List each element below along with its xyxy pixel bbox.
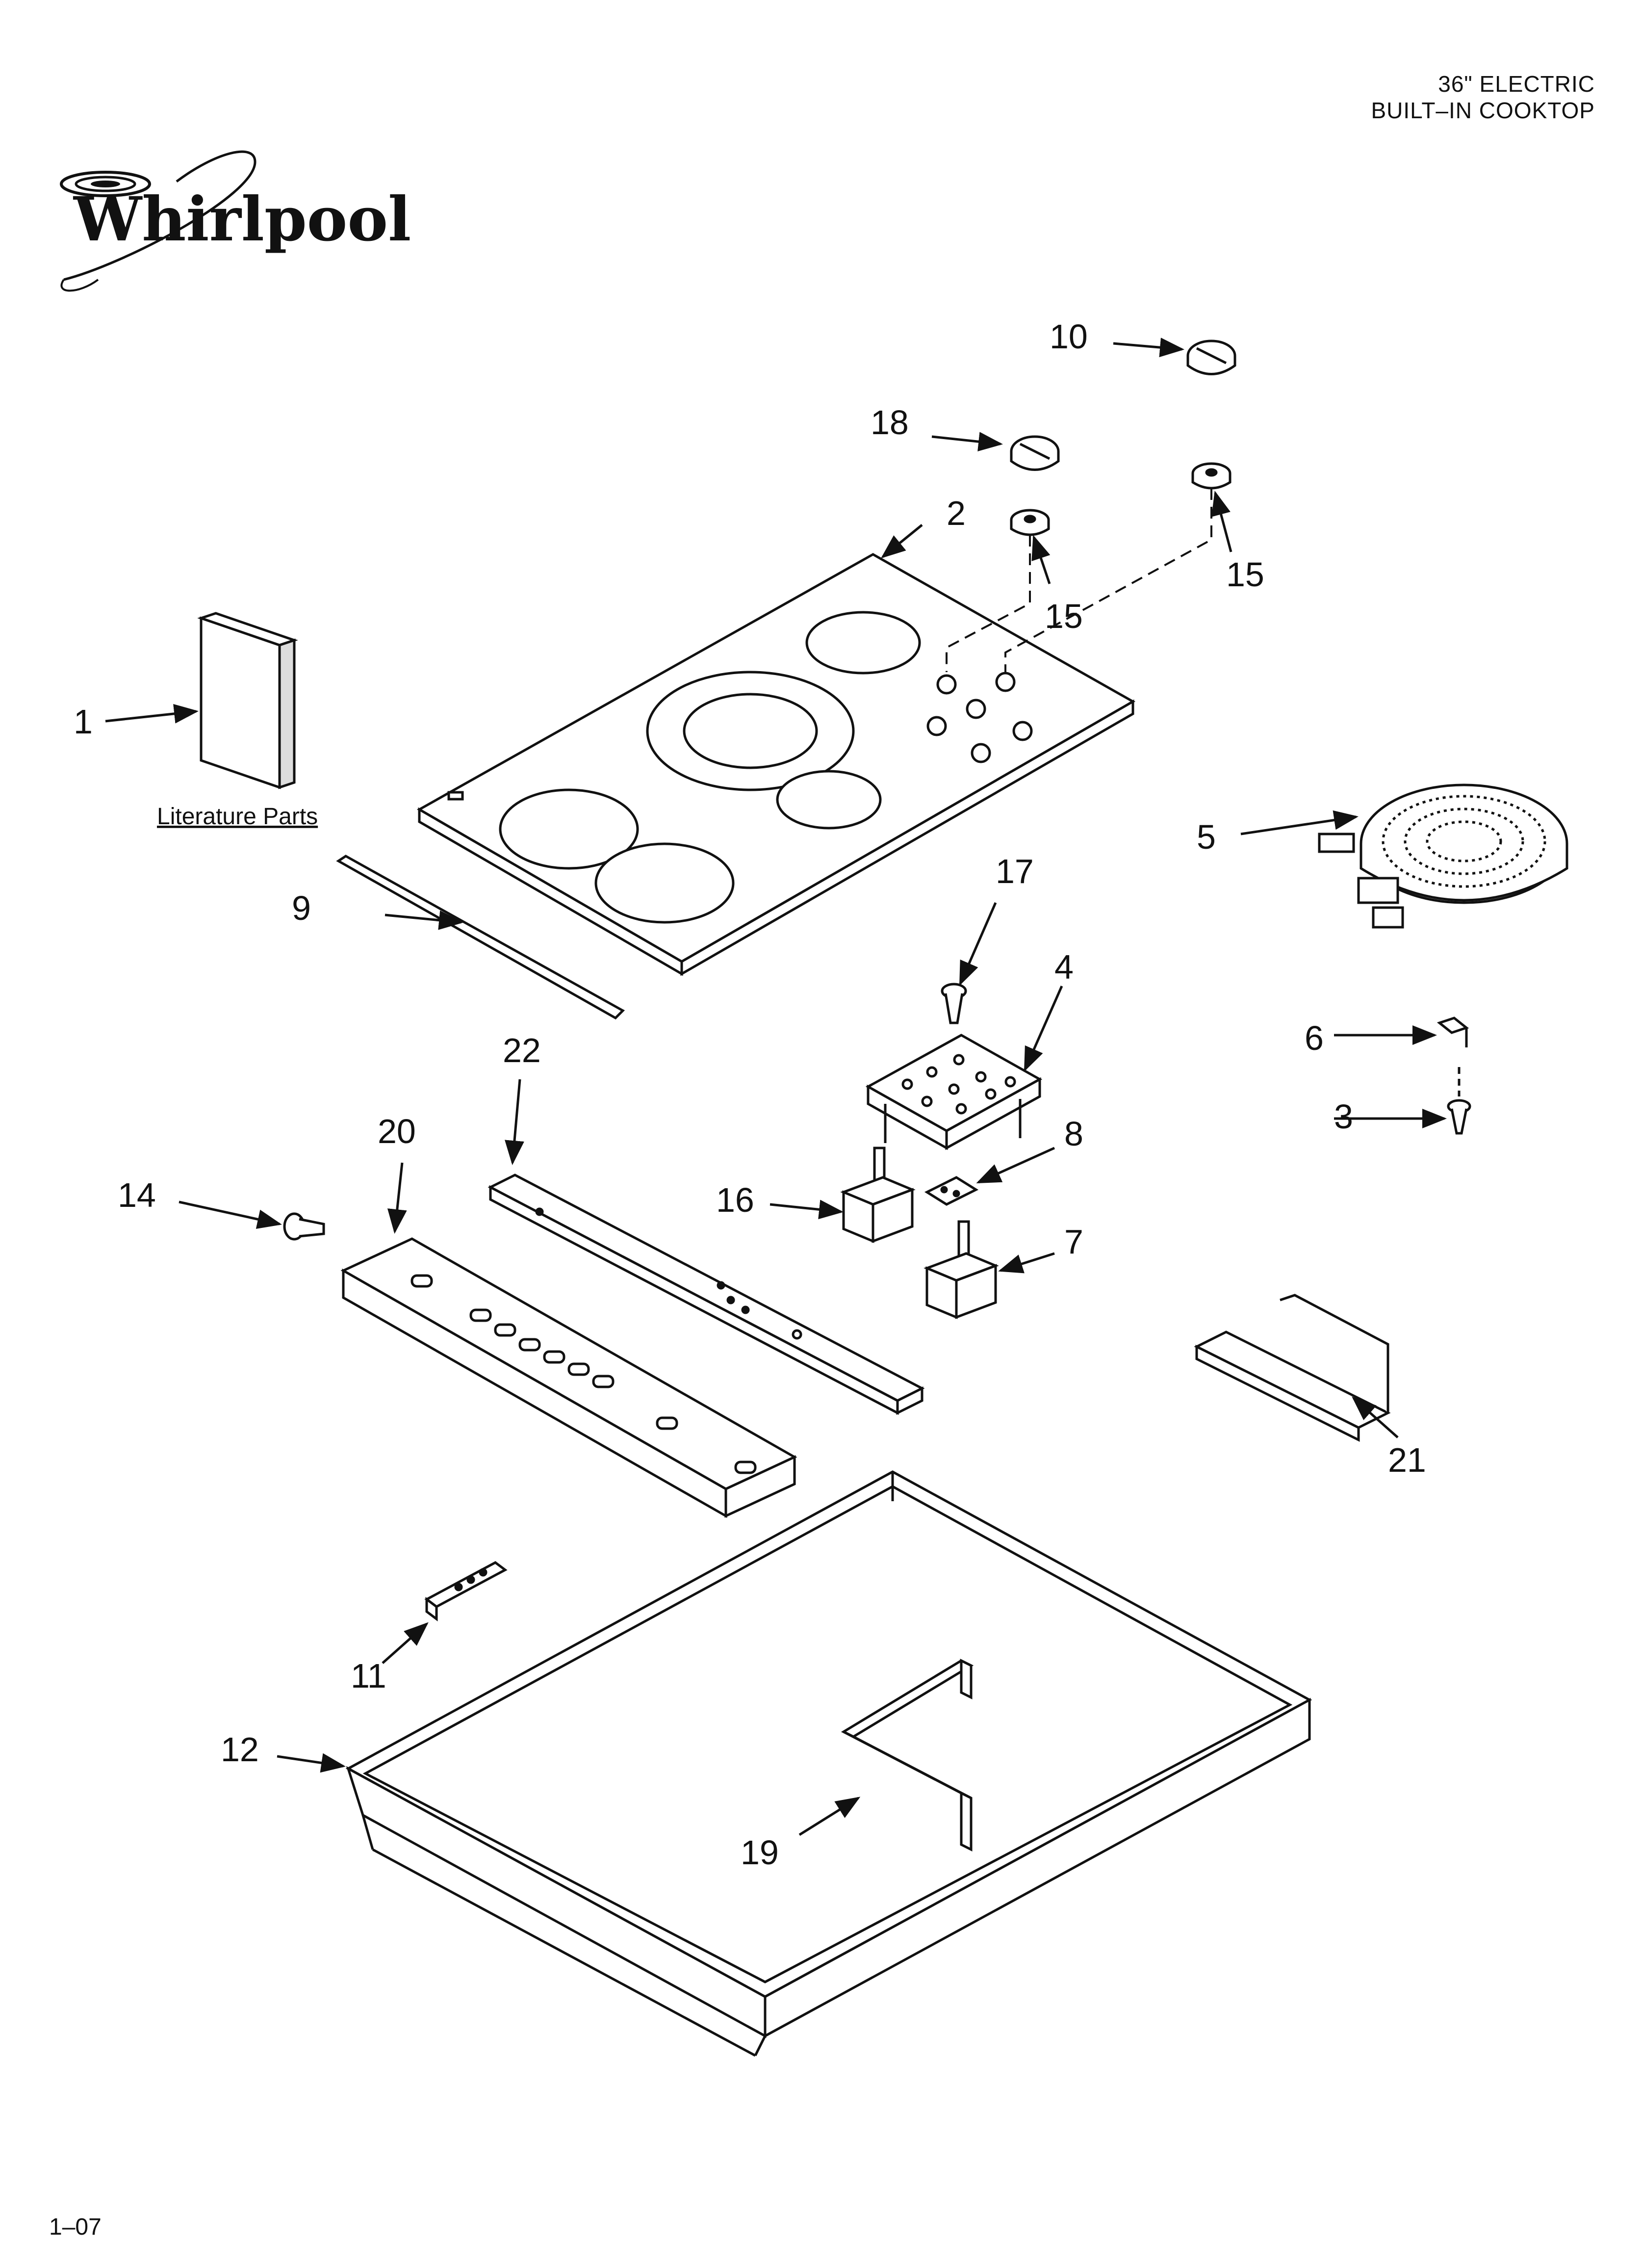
part-14-screw xyxy=(283,1212,325,1241)
header-title-line2: BUILT–IN COOKTOP xyxy=(1371,98,1595,123)
part-11-small-bracket xyxy=(424,1561,508,1621)
callout-1: 1 xyxy=(74,703,93,741)
part-12-chassis-box xyxy=(345,1470,1312,2057)
whirlpool-logo: Whirlpool xyxy=(60,150,411,292)
part-15-washer-b xyxy=(1191,462,1232,490)
part-19-bracket xyxy=(841,1658,974,1852)
brand-name: Whirlpool xyxy=(73,184,411,255)
leader-lines xyxy=(105,338,1447,1836)
part-21-bracket xyxy=(1194,1294,1391,1442)
callout-9: 9 xyxy=(292,889,311,927)
part-6-clip xyxy=(1437,1017,1469,1047)
callout-10: 10 xyxy=(1050,317,1088,356)
callout-16: 16 xyxy=(716,1181,754,1219)
callout-7: 7 xyxy=(1064,1223,1083,1261)
part-9-trim-strip xyxy=(336,855,625,1020)
part-7-switch xyxy=(924,1220,999,1319)
callout-6: 6 xyxy=(1305,1019,1324,1057)
callout-5: 5 xyxy=(1197,818,1216,856)
knob-alignment-lines xyxy=(946,488,1212,672)
header-title-line1: 36" ELECTRIC xyxy=(1438,71,1595,97)
part-3-screw xyxy=(1447,1067,1471,1135)
callout-4: 4 xyxy=(1054,948,1074,986)
part-15-washer-a xyxy=(1010,509,1050,536)
part-2-cooktop-glass xyxy=(416,553,1136,976)
callout-15-a: 15 xyxy=(1045,597,1083,635)
callout-3: 3 xyxy=(1334,1097,1353,1136)
callout-17: 17 xyxy=(996,852,1034,890)
part-5-radiant-element xyxy=(1318,783,1568,929)
callout-12: 12 xyxy=(221,1730,259,1769)
callout-22: 22 xyxy=(503,1031,541,1069)
part-10-knob xyxy=(1186,339,1236,375)
callout-15-b: 15 xyxy=(1226,555,1264,594)
page-code: 1–07 xyxy=(49,2214,102,2240)
part-18-knob xyxy=(1010,435,1060,471)
part-1-literature xyxy=(197,612,298,789)
callout-14: 14 xyxy=(118,1176,156,1214)
callout-21: 21 xyxy=(1388,1441,1426,1479)
part-8-insulator xyxy=(924,1176,979,1206)
part-16-switch xyxy=(840,1147,916,1243)
callout-20: 20 xyxy=(378,1112,416,1150)
part-4-control-board xyxy=(865,1034,1043,1150)
callout-11: 11 xyxy=(351,1657,386,1695)
part-17-screw xyxy=(941,983,967,1024)
callout-18: 18 xyxy=(871,403,909,442)
callout-19: 19 xyxy=(741,1833,779,1872)
callout-2: 2 xyxy=(947,494,966,532)
part-20-control-bracket xyxy=(340,1237,797,1518)
callout-8: 8 xyxy=(1064,1115,1083,1153)
part-22-rail xyxy=(487,1173,925,1415)
literature-parts-label: Literature Parts xyxy=(157,804,318,830)
